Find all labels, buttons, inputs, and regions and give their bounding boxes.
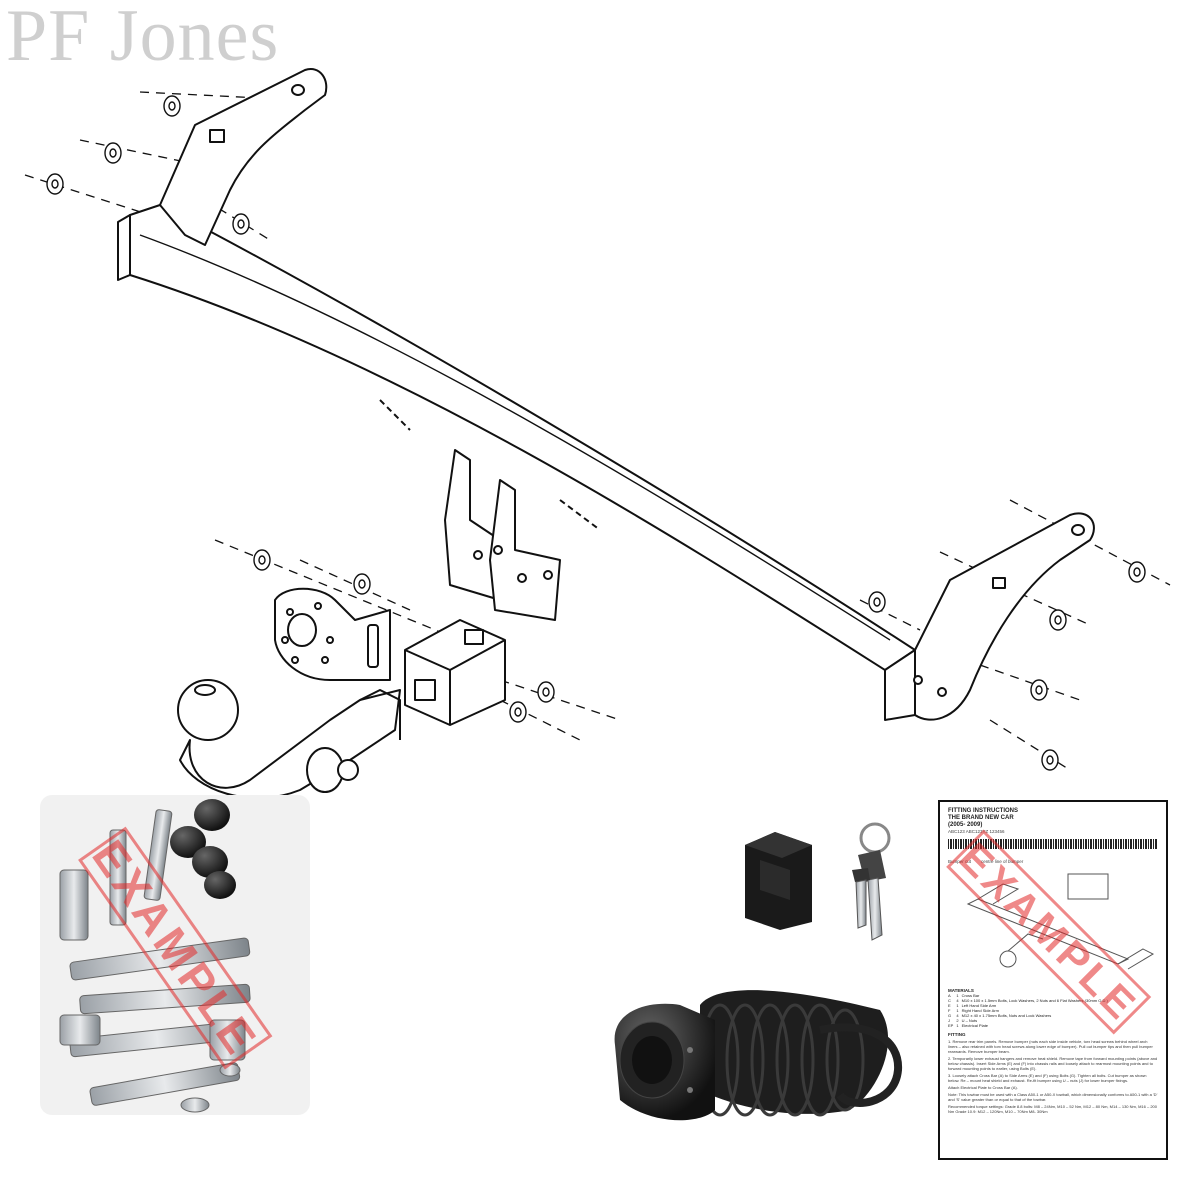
fitting-step: 3. Loosely attach Cross Bar (A) to Side … bbox=[948, 1073, 1147, 1083]
centre-brackets bbox=[444, 449, 561, 621]
manual-subtitle: THE BRAND NEW CAR bbox=[948, 815, 1014, 821]
socket-housing bbox=[404, 619, 506, 726]
rubber-block-icon bbox=[745, 832, 812, 930]
fitting-step: Attach Electrical Plate to Cross Bar (A)… bbox=[948, 1085, 1018, 1090]
washer-icon bbox=[232, 213, 250, 235]
washer-icon bbox=[163, 95, 181, 117]
flange-plate bbox=[274, 587, 391, 681]
washer-icon bbox=[46, 173, 64, 195]
centre-line-label: centre line of bumper bbox=[981, 858, 1024, 864]
left-side-arm bbox=[159, 68, 328, 246]
washer-icon bbox=[1049, 609, 1067, 631]
washer-icon bbox=[509, 701, 527, 723]
cross-bar bbox=[117, 204, 916, 721]
electrical-socket-kit bbox=[614, 990, 903, 1121]
washer-icon bbox=[253, 549, 271, 571]
torque-settings: Recommended torque settings: Grade 8.8 b… bbox=[948, 1104, 1157, 1114]
keys-icon bbox=[852, 822, 891, 941]
washer-icon bbox=[1041, 749, 1059, 771]
fitting-step: 1. Remove rear trim panels. Remove bumpe… bbox=[948, 1039, 1153, 1054]
washer-icon bbox=[1128, 561, 1146, 583]
washer-icon bbox=[353, 573, 371, 595]
manual-codes: ABC123 ABC123YZ 123456 bbox=[948, 829, 1005, 834]
fixings-bag-photo bbox=[40, 795, 310, 1115]
washer-icon bbox=[104, 142, 122, 164]
right-side-arm bbox=[913, 512, 1095, 721]
brand-watermark: PF Jones bbox=[6, 0, 280, 77]
washers bbox=[46, 95, 1146, 771]
barcode bbox=[948, 838, 1158, 849]
manual-years: (2005- 2009) bbox=[948, 822, 983, 828]
fitting-instructions-sheet: FITTING INSTRUCTIONS THE BRAND NEW CAR (… bbox=[938, 800, 1168, 1160]
bumper-cut-label: Bumper cut bbox=[948, 858, 972, 864]
manual-note: Note: This towbar must be used with a Cl… bbox=[948, 1092, 1158, 1102]
manual-title: FITTING INSTRUCTIONS bbox=[948, 808, 1018, 814]
fitting-heading: FITTING bbox=[948, 1032, 966, 1037]
washer-icon bbox=[868, 591, 886, 613]
tow-ball-neck bbox=[177, 679, 401, 799]
fitting-step: 2. Temporarily lower exhaust hangers and… bbox=[948, 1056, 1158, 1071]
washer-icon bbox=[1030, 679, 1048, 701]
washer-icon bbox=[537, 681, 555, 703]
manual-towbar-diagram bbox=[966, 873, 1155, 970]
materials-heading: MATERIALS bbox=[948, 988, 974, 993]
